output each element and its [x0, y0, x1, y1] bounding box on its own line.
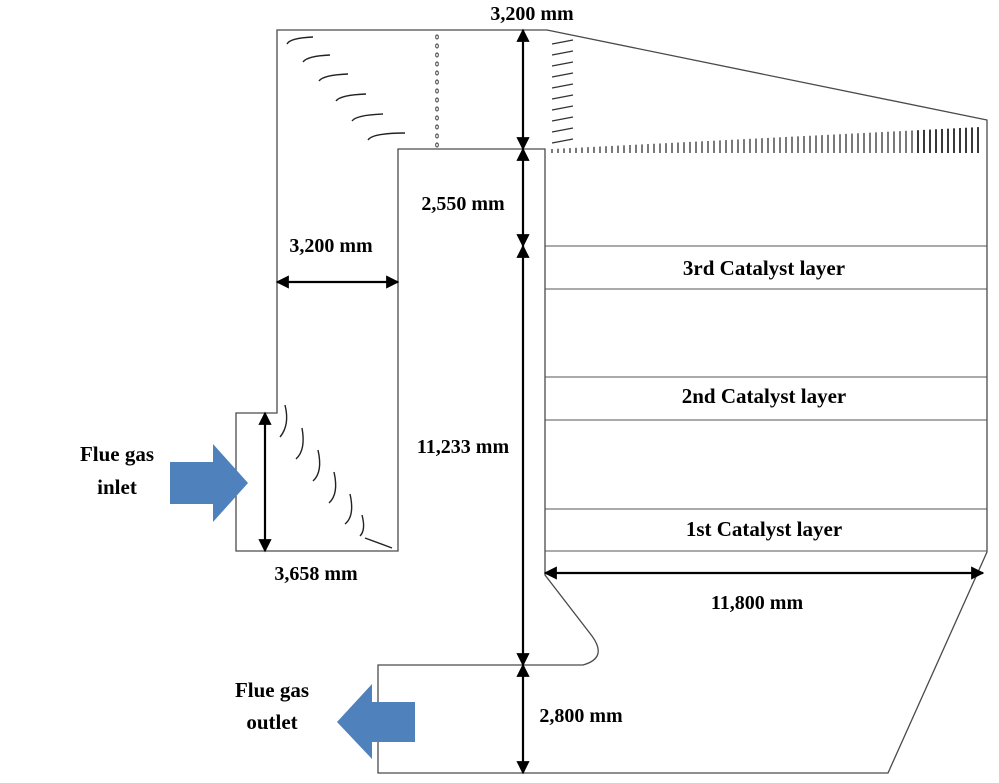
dim-outlet-height: 2,800 mm: [539, 705, 623, 727]
inlet-turning-vanes: [279, 404, 393, 549]
reactor-outline: [235, 29, 988, 774]
layer1-label: 1st Catalyst layer: [686, 517, 842, 541]
layer2-label: 2nd Catalyst layer: [682, 384, 847, 408]
mixer-dot: [435, 70, 439, 76]
inlet-label-line1: Flue gas: [80, 442, 154, 466]
mixer-dot: [435, 88, 439, 94]
mixer-dot: [435, 97, 439, 103]
guide-plates: [551, 39, 574, 144]
flow-distributor-grid: [551, 127, 979, 153]
layer3-label: 3rd Catalyst layer: [683, 256, 845, 280]
inlet-label-line2: inlet: [97, 475, 137, 499]
mixer-dot: [435, 79, 439, 85]
guide-plate: [551, 61, 574, 67]
mixer-dot: [435, 52, 439, 58]
dimension-arrows: [258, 28, 985, 775]
mixer-dot: [435, 61, 439, 67]
guide-plate: [551, 94, 574, 100]
mixer-dot: [435, 106, 439, 112]
mixer-dot: [435, 43, 439, 49]
mixer-dot: [435, 133, 439, 139]
guide-plate: [551, 39, 574, 45]
mixer-dot: [435, 34, 439, 40]
mixer-dot: [435, 124, 439, 130]
static-mixer-dots: [435, 34, 439, 148]
outlet-label-line1: Flue gas: [235, 678, 309, 702]
guide-plate: [551, 105, 574, 111]
dim-duct-width: 3,200 mm: [289, 235, 373, 257]
guide-plate: [551, 72, 574, 78]
dim-top-height: 3,200 mm: [490, 3, 574, 25]
guide-plate: [551, 116, 574, 122]
outlet-label-line2: outlet: [246, 710, 297, 734]
dim-upper-duct-height: 2,550 mm: [421, 193, 505, 215]
guide-plate: [551, 83, 574, 89]
inlet-flow-arrow: [170, 444, 248, 522]
catalyst-layer-lines: [545, 245, 987, 552]
dim-inlet-height: 3,658 mm: [274, 563, 358, 585]
mixer-dot: [435, 115, 439, 121]
guide-plate: [551, 138, 574, 144]
mixer-dot: [435, 142, 439, 148]
outlet-flow-arrow: [337, 684, 415, 759]
guide-plate: [551, 127, 574, 133]
upper-turning-vanes: [286, 36, 406, 141]
dim-reactor-height: 11,233 mm: [417, 436, 510, 458]
guide-plate: [551, 50, 574, 56]
dim-reactor-width: 11,800 mm: [711, 592, 804, 614]
